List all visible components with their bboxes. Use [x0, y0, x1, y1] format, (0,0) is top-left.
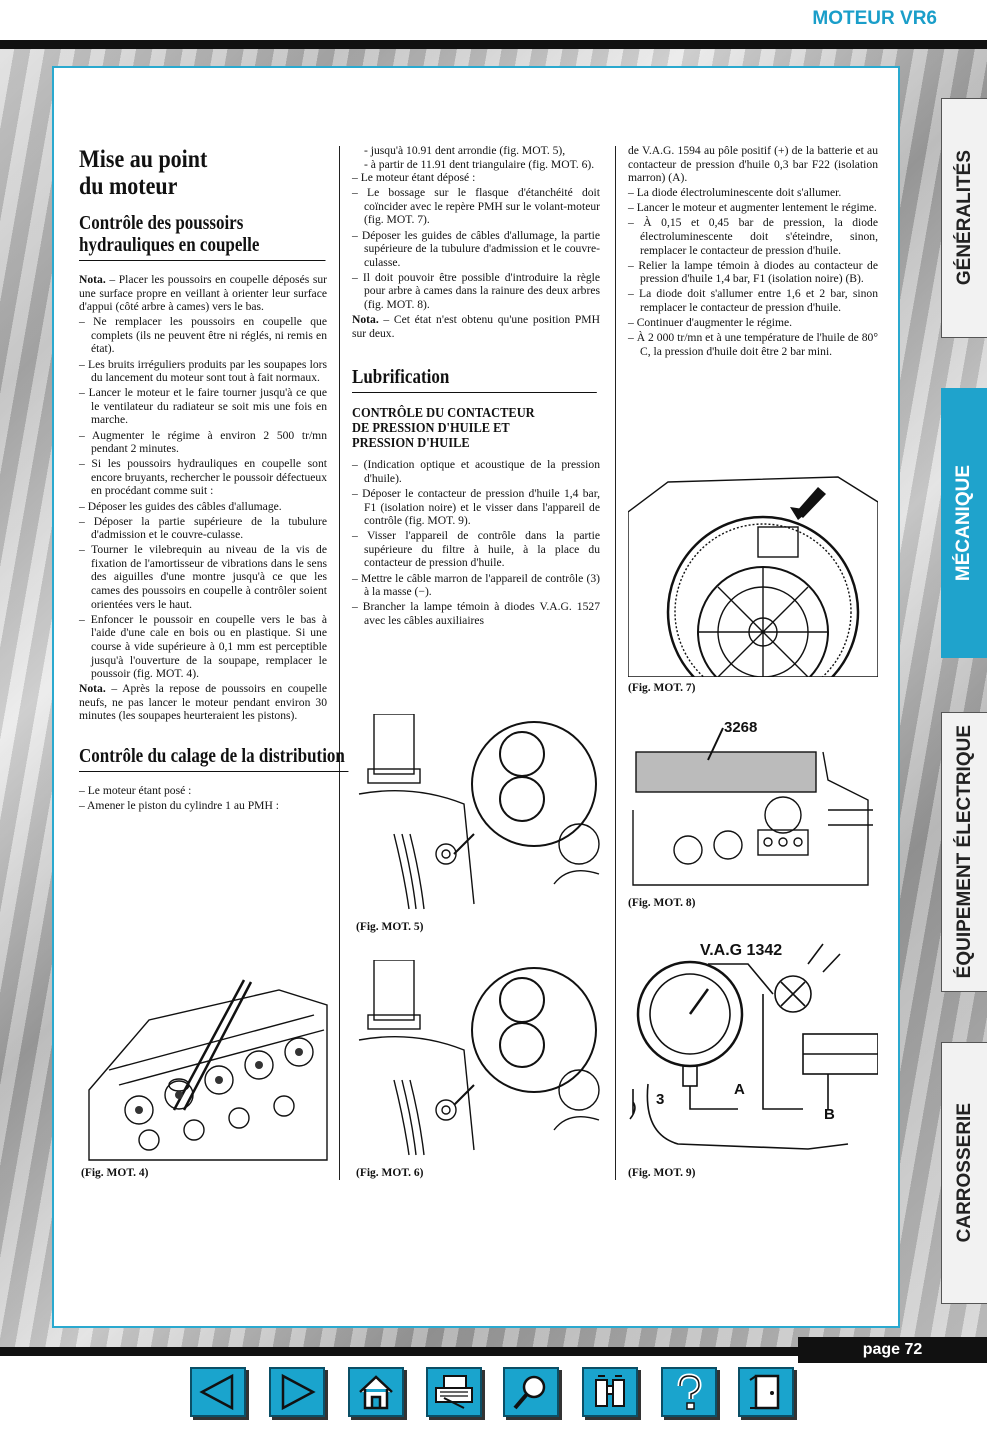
figure-mot-7 — [628, 472, 878, 677]
tab-label: ÉQUIPEMENT ÉLECTRIQUE — [953, 725, 975, 979]
list-item: – Lancer le moteur et le faire tourner j… — [79, 386, 327, 427]
list-item: – Si les poussoirs hydrauliques en coupe… — [79, 457, 327, 498]
content-panel: Mise au point du moteur Contrôle des pou… — [52, 66, 900, 1328]
list-item: – À 0,15 et 0,45 bar de pression, la dio… — [628, 216, 878, 257]
list-item: – Il doit pouvoir être possible d'introd… — [352, 270, 600, 312]
figure-caption: (Fig. MOT. 8) — [628, 897, 696, 909]
label-a: A — [734, 1081, 745, 1098]
nota-label: Nota. — [352, 313, 379, 327]
list-item: – Mettre le câble marron de l'appareil d… — [352, 571, 600, 599]
list-item: – Tourner le vilebrequin au niveau de la… — [79, 543, 327, 611]
tab-label: CARROSSERIE — [953, 1103, 975, 1243]
print-icon — [435, 1375, 473, 1409]
header-title: MOTEUR VR6 — [812, 8, 937, 29]
figure-caption: (Fig. MOT. 6) — [356, 1167, 424, 1179]
column-1: Mise au point du moteur Contrôle des pou… — [79, 146, 349, 814]
exit-button[interactable] — [738, 1367, 794, 1417]
list-item: – Enfoncer le poussoir en coupelle vers … — [79, 612, 327, 681]
list-item: – Le moteur étant posé : — [79, 784, 192, 797]
list-item: de V.A.G. 1594 au pôle positif (+) de la… — [628, 144, 878, 185]
home-icon — [359, 1375, 393, 1410]
tab-label: MÉCANIQUE — [953, 464, 974, 582]
sub-item: - jusqu'à 10.91 dent arrondie (fig. MOT.… — [364, 144, 566, 157]
column-divider — [615, 146, 616, 1180]
nota-label: Nota. — [79, 273, 106, 286]
list-item: – Déposer le contacteur de pression d'hu… — [352, 487, 600, 528]
tool-label: 3268 — [724, 720, 757, 736]
list-item: – Le bossage sur le flasque d'étanchéité… — [352, 186, 600, 227]
label-3: 3 — [656, 1091, 664, 1108]
figure-mot-4 — [79, 960, 329, 1165]
subsection-title: CONTRÔLE DU CONTACTEUR DE PRESSION D'HUI… — [352, 405, 535, 451]
tab-carrosserie[interactable]: CARROSSERIE — [941, 1042, 987, 1304]
nota-text: – Cet état n'est obtenu qu'une position … — [352, 313, 600, 340]
search-button[interactable] — [503, 1367, 559, 1417]
label-b: B — [824, 1106, 835, 1123]
search-icon — [513, 1375, 546, 1410]
figure-caption: (Fig. MOT. 5) — [356, 921, 424, 933]
list-item: – Relier la lampe témoin à diodes au con… — [628, 258, 878, 286]
arrow-right-icon — [281, 1373, 316, 1411]
list-item: – Déposer les guides de câbles d'allumag… — [352, 228, 600, 269]
list-item: – Brancher la lampe témoin à diodes V.A.… — [352, 600, 600, 627]
tab-mecanique[interactable]: MÉCANIQUE — [941, 388, 987, 658]
list-item: – (Indication optique et acoustique de l… — [352, 458, 600, 485]
column-2: - jusqu'à 10.91 dent arrondie (fig. MOT.… — [352, 144, 600, 629]
page-title: Mise au point du moteur — [79, 146, 208, 200]
figure-mot-8: 3268 — [628, 720, 878, 890]
page-number: page 72 — [798, 1337, 987, 1363]
nota-label: Nota. — [79, 682, 106, 696]
column-divider — [339, 146, 340, 1180]
figure-mot-9: V.A.G 1342 A B 3 — [628, 934, 878, 1164]
top-bar — [0, 40, 987, 49]
exit-icon — [749, 1374, 780, 1410]
list-item: – Continuer d'augmenter le régime. — [628, 316, 793, 330]
arrow-left-icon — [199, 1373, 234, 1411]
list-item: – Les bruits irréguliers produits par le… — [79, 357, 327, 385]
list-item: – Lancer le moteur et augmenter lentemen… — [628, 201, 877, 215]
nota-paragraph: Nota. – Après la repose de poussoirs en … — [79, 682, 327, 723]
section-title-calage: Contrôle du calage de la distribution — [79, 745, 349, 772]
prev-page-button[interactable] — [190, 1367, 246, 1417]
list-item: – Visser l'appareil de contrôle dans la … — [352, 529, 600, 570]
bottom-bar — [0, 1347, 987, 1356]
nav-bar — [0, 1363, 987, 1434]
help-button[interactable] — [661, 1367, 717, 1417]
next-page-button[interactable] — [269, 1367, 325, 1417]
binoculars-button[interactable] — [582, 1367, 638, 1417]
figure-caption: (Fig. MOT. 4) — [81, 1167, 149, 1179]
list-item: – La diode doit s'allumer entre 1,6 et 2… — [628, 287, 878, 315]
tab-equipement-electrique[interactable]: ÉQUIPEMENT ÉLECTRIQUE — [941, 712, 987, 992]
list-item: – Ne remplacer les poussoirs en coupelle… — [79, 315, 327, 356]
column-3: de V.A.G. 1594 au pôle positif (+) de la… — [628, 144, 878, 360]
print-button[interactable] — [426, 1367, 482, 1417]
gauge-label: V.A.G 1342 — [700, 942, 782, 959]
list-item: – La diode électroluminescente doit s'al… — [628, 186, 842, 200]
figure-caption: (Fig. MOT. 9) — [628, 1167, 696, 1179]
figure-caption: (Fig. MOT. 7) — [628, 682, 696, 694]
list-item: – Augmenter le régime à environ 2 500 tr… — [79, 428, 327, 456]
section-title-lubrification: Lubrification — [352, 366, 597, 394]
figure-mot-6 — [354, 960, 602, 1160]
binoculars-icon — [595, 1375, 625, 1407]
home-button[interactable] — [348, 1367, 404, 1417]
nota-text: – Après la repose de poussoirs en coupel… — [79, 682, 327, 723]
sub-item: - à partir de 11.91 dent triangulaire (f… — [364, 157, 595, 171]
nota-text: – Placer les poussoirs en coupelle dépos… — [79, 273, 327, 314]
tab-generalites[interactable]: GÉNÉRALITÉS — [941, 98, 987, 338]
section-title-poussoirs: Contrôle des poussoirs hydrauliques en c… — [79, 212, 326, 261]
list-item: – À 2 000 tr/mn et à une température de … — [628, 331, 878, 358]
nota-paragraph: Nota. – Cet état n'est obtenu qu'une pos… — [352, 313, 600, 340]
tab-label: GÉNÉRALITÉS — [953, 150, 975, 286]
list-item: – Le moteur étant déposé : — [352, 171, 476, 185]
list-item: – Déposer la partie supérieure de la tub… — [79, 514, 327, 542]
list-item: – Amener le piston du cylindre 1 au PMH … — [79, 799, 279, 813]
help-icon — [677, 1373, 702, 1410]
figure-mot-5 — [354, 714, 602, 914]
nota-paragraph: Nota. – Placer les poussoirs en coupelle… — [79, 273, 327, 314]
list-item: – Déposer les guides des câbles d'alluma… — [79, 499, 282, 513]
